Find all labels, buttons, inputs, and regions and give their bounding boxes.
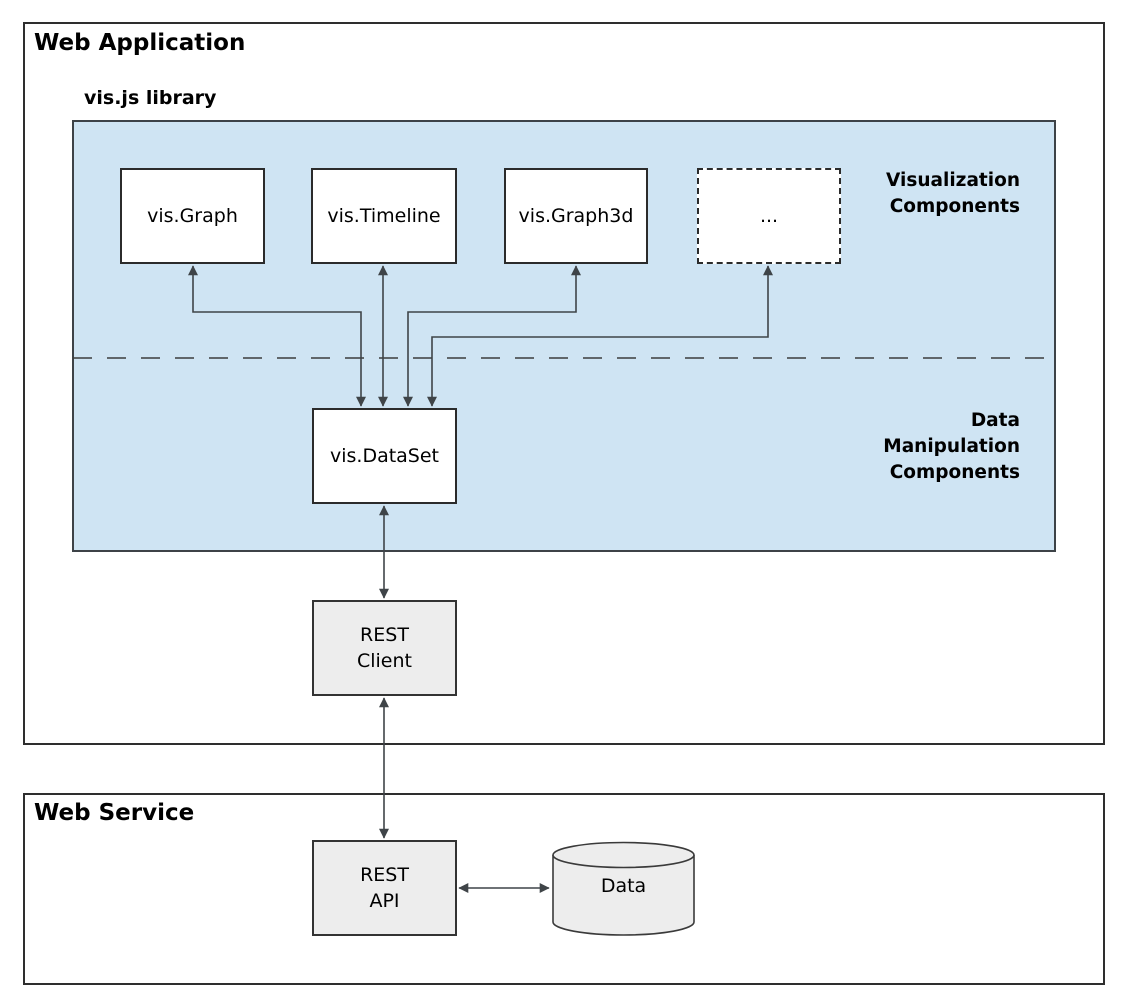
node-vis-graph-label: vis.Graph [147,205,238,227]
node-rest-api: REST API [312,840,457,936]
node-vis-graph3d-label: vis.Graph3d [518,205,634,227]
visualization-components-label: Visualization Components [886,170,1020,217]
node-vis-dataset-label: vis.DataSet [329,445,440,467]
vis-library-title: vis.js library [84,87,217,109]
database-cylinder-icon [552,841,695,936]
node-more-components-label: ... [759,205,779,227]
node-more-components: ... [697,168,841,264]
node-rest-api-label: REST API [360,864,409,912]
node-vis-timeline-label: vis.Timeline [327,205,441,227]
node-data-store: Data [551,841,696,937]
node-rest-client-label: REST Client [356,624,412,672]
node-vis-graph: vis.Graph [120,168,265,264]
data-manipulation-components-label: Data Manipulation Components [883,410,1020,483]
node-vis-dataset: vis.DataSet [312,408,457,504]
node-rest-client: REST Client [312,600,457,696]
node-vis-graph3d: vis.Graph3d [504,168,648,264]
node-data-store-label: Data [600,875,647,897]
node-vis-timeline: vis.Timeline [311,168,457,264]
web-service-title: Web Service [34,800,195,826]
web-application-title: Web Application [34,30,246,56]
